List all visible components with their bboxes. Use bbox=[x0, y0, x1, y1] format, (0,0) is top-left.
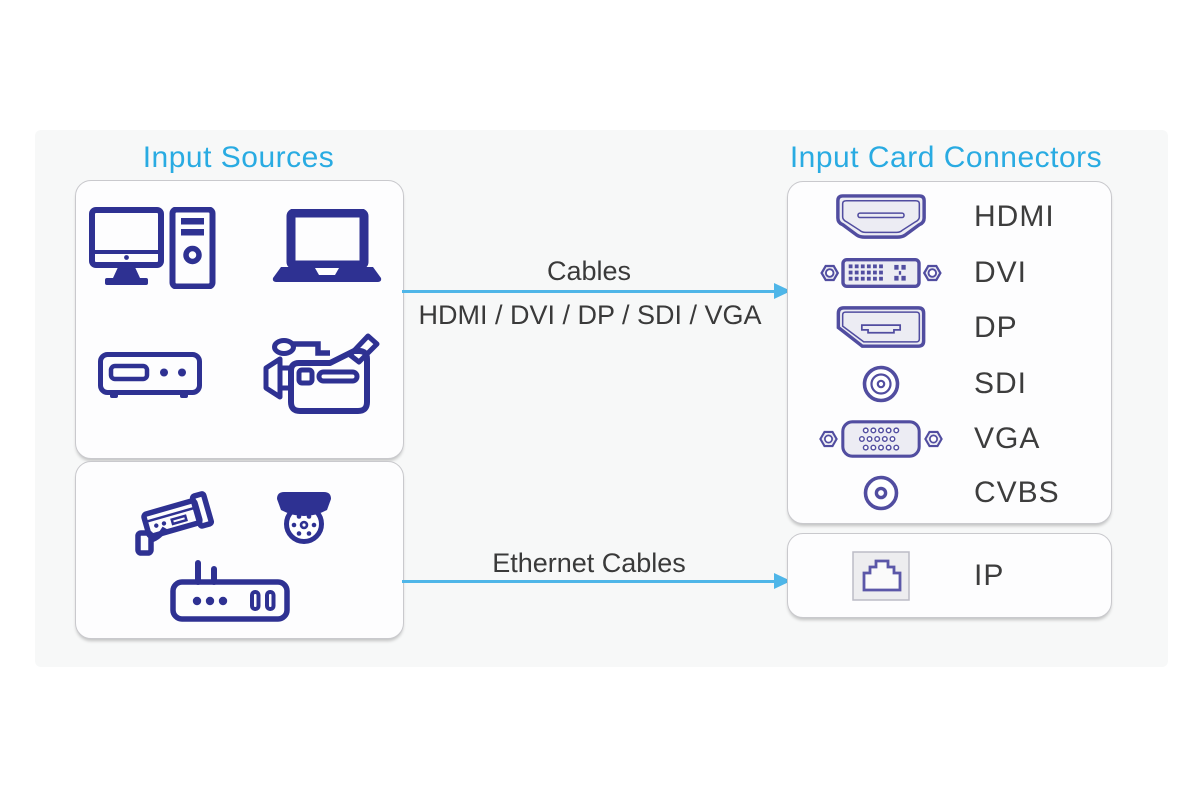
connector-row-dp: DP bbox=[788, 305, 1111, 350]
dp-label: DP bbox=[974, 310, 1018, 344]
connector-row-dvi: DVI bbox=[788, 254, 1111, 292]
connector-row-cvbs: CVBS bbox=[788, 474, 1111, 512]
connector-row-sdi: SDI bbox=[788, 364, 1111, 404]
input-sources-title: Input Sources bbox=[142, 141, 335, 174]
ethernet-arrow bbox=[402, 580, 776, 583]
ethernet-arrow-label: Ethernet Cables bbox=[492, 548, 686, 578]
cables-arrow bbox=[402, 290, 776, 293]
cables-arrow-label: Cables bbox=[546, 256, 632, 286]
connectors-box: HDMI bbox=[787, 181, 1112, 524]
dvi-port-icon bbox=[788, 254, 974, 292]
rj45-port-icon bbox=[788, 550, 974, 601]
wifi-router-icon bbox=[170, 560, 290, 622]
cables-arrowhead-icon bbox=[774, 283, 791, 299]
desktop-computer-icon bbox=[89, 207, 216, 289]
connector-row-ip: IP bbox=[788, 550, 1111, 601]
cables-arrow-sublabel: HDMI / DVI / DP / SDI / VGA bbox=[418, 300, 762, 330]
cctv-camera-icon bbox=[135, 491, 215, 556]
connector-row-vga: VGA bbox=[788, 417, 1111, 461]
ethernet-arrowhead-icon bbox=[774, 573, 791, 589]
input-card-connectors-title: Input Card Connectors bbox=[789, 141, 1103, 174]
video-camera-icon bbox=[263, 333, 380, 414]
cvbs-port-icon bbox=[788, 474, 974, 512]
dome-camera-icon bbox=[277, 492, 331, 544]
dvi-label: DVI bbox=[974, 255, 1028, 289]
vga-port-icon bbox=[788, 417, 974, 461]
ip-label: IP bbox=[974, 558, 1005, 592]
cvbs-label: CVBS bbox=[974, 476, 1060, 510]
dp-port-icon bbox=[788, 305, 974, 350]
set-top-box-icon bbox=[98, 352, 202, 398]
vga-label: VGA bbox=[974, 421, 1041, 455]
av-sources-box bbox=[75, 180, 404, 459]
ip-connector-box: IP bbox=[787, 533, 1112, 618]
hdmi-port-icon bbox=[788, 193, 974, 241]
hdmi-label: HDMI bbox=[974, 199, 1055, 233]
laptop-icon bbox=[272, 209, 382, 282]
connector-row-hdmi: HDMI bbox=[788, 193, 1111, 241]
sdi-port-icon bbox=[788, 364, 974, 404]
sdi-label: SDI bbox=[974, 366, 1028, 400]
ip-sources-box bbox=[75, 461, 404, 639]
